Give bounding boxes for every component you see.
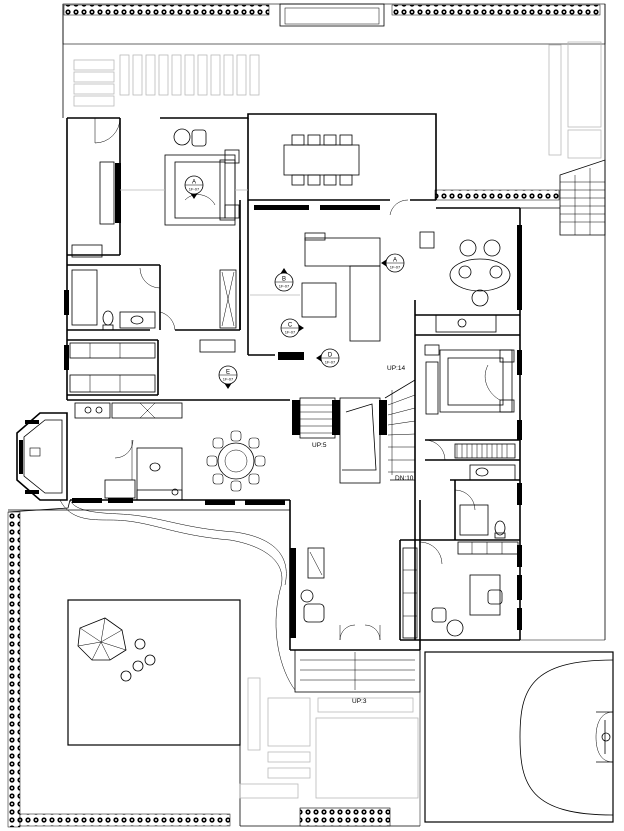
hall-cabinets xyxy=(69,339,236,419)
garden-south-west xyxy=(7,499,420,828)
section-marker: A1F-07 xyxy=(184,175,204,199)
section-marker-letter: B xyxy=(282,277,286,283)
main-stair xyxy=(299,379,416,484)
site-boundary xyxy=(62,3,606,640)
kitchen xyxy=(104,439,183,501)
section-marker: B1F-07 xyxy=(274,268,294,292)
section-marker-letter: E xyxy=(226,370,230,376)
stair-label-dn10: DN:10 xyxy=(395,475,414,482)
stair-label-up3: UP:3 xyxy=(352,698,367,705)
section-marker: A1F-07 xyxy=(381,253,405,273)
bathroom-1 xyxy=(71,267,176,331)
section-marker-letter: C xyxy=(288,323,293,329)
section-marker-ref: 1F-07 xyxy=(189,187,200,192)
exterior-stair-east xyxy=(520,159,606,236)
hedge-top xyxy=(63,3,601,27)
stair-label-up14: UP:14 xyxy=(387,365,405,372)
living-room xyxy=(250,199,511,342)
section-marker-ref: 1F-07 xyxy=(279,284,290,289)
study xyxy=(402,541,503,639)
section-marker-letter: A xyxy=(393,258,397,264)
upper-yard-paving xyxy=(73,41,602,159)
south-living xyxy=(300,547,381,641)
section-marker: E1F-07 xyxy=(218,365,238,389)
section-marker-letter: A xyxy=(192,180,196,186)
section-marker: C1F-07 xyxy=(280,318,304,338)
section-marker-letter: D xyxy=(328,353,333,359)
bathroom-2 xyxy=(454,464,519,555)
dining-round-table xyxy=(206,430,266,492)
section-marker-ref: 1F-07 xyxy=(285,330,296,335)
section-marker-ref: 1F-07 xyxy=(223,377,234,382)
section-marker-ref: 1F-07 xyxy=(325,360,336,365)
bedroom-1 xyxy=(71,117,248,329)
section-marker-ref: 1F-07 xyxy=(390,265,401,270)
hedge-east xyxy=(434,189,560,201)
bay-window xyxy=(16,412,68,501)
sport-court xyxy=(419,639,614,826)
bedroom-2 xyxy=(424,344,516,461)
porch-stair xyxy=(294,649,421,693)
wall-bars xyxy=(64,163,522,638)
stair-label-up5: UP:5 xyxy=(312,442,327,449)
dining-north xyxy=(283,134,360,186)
section-marker: D1F-07 xyxy=(316,348,340,368)
